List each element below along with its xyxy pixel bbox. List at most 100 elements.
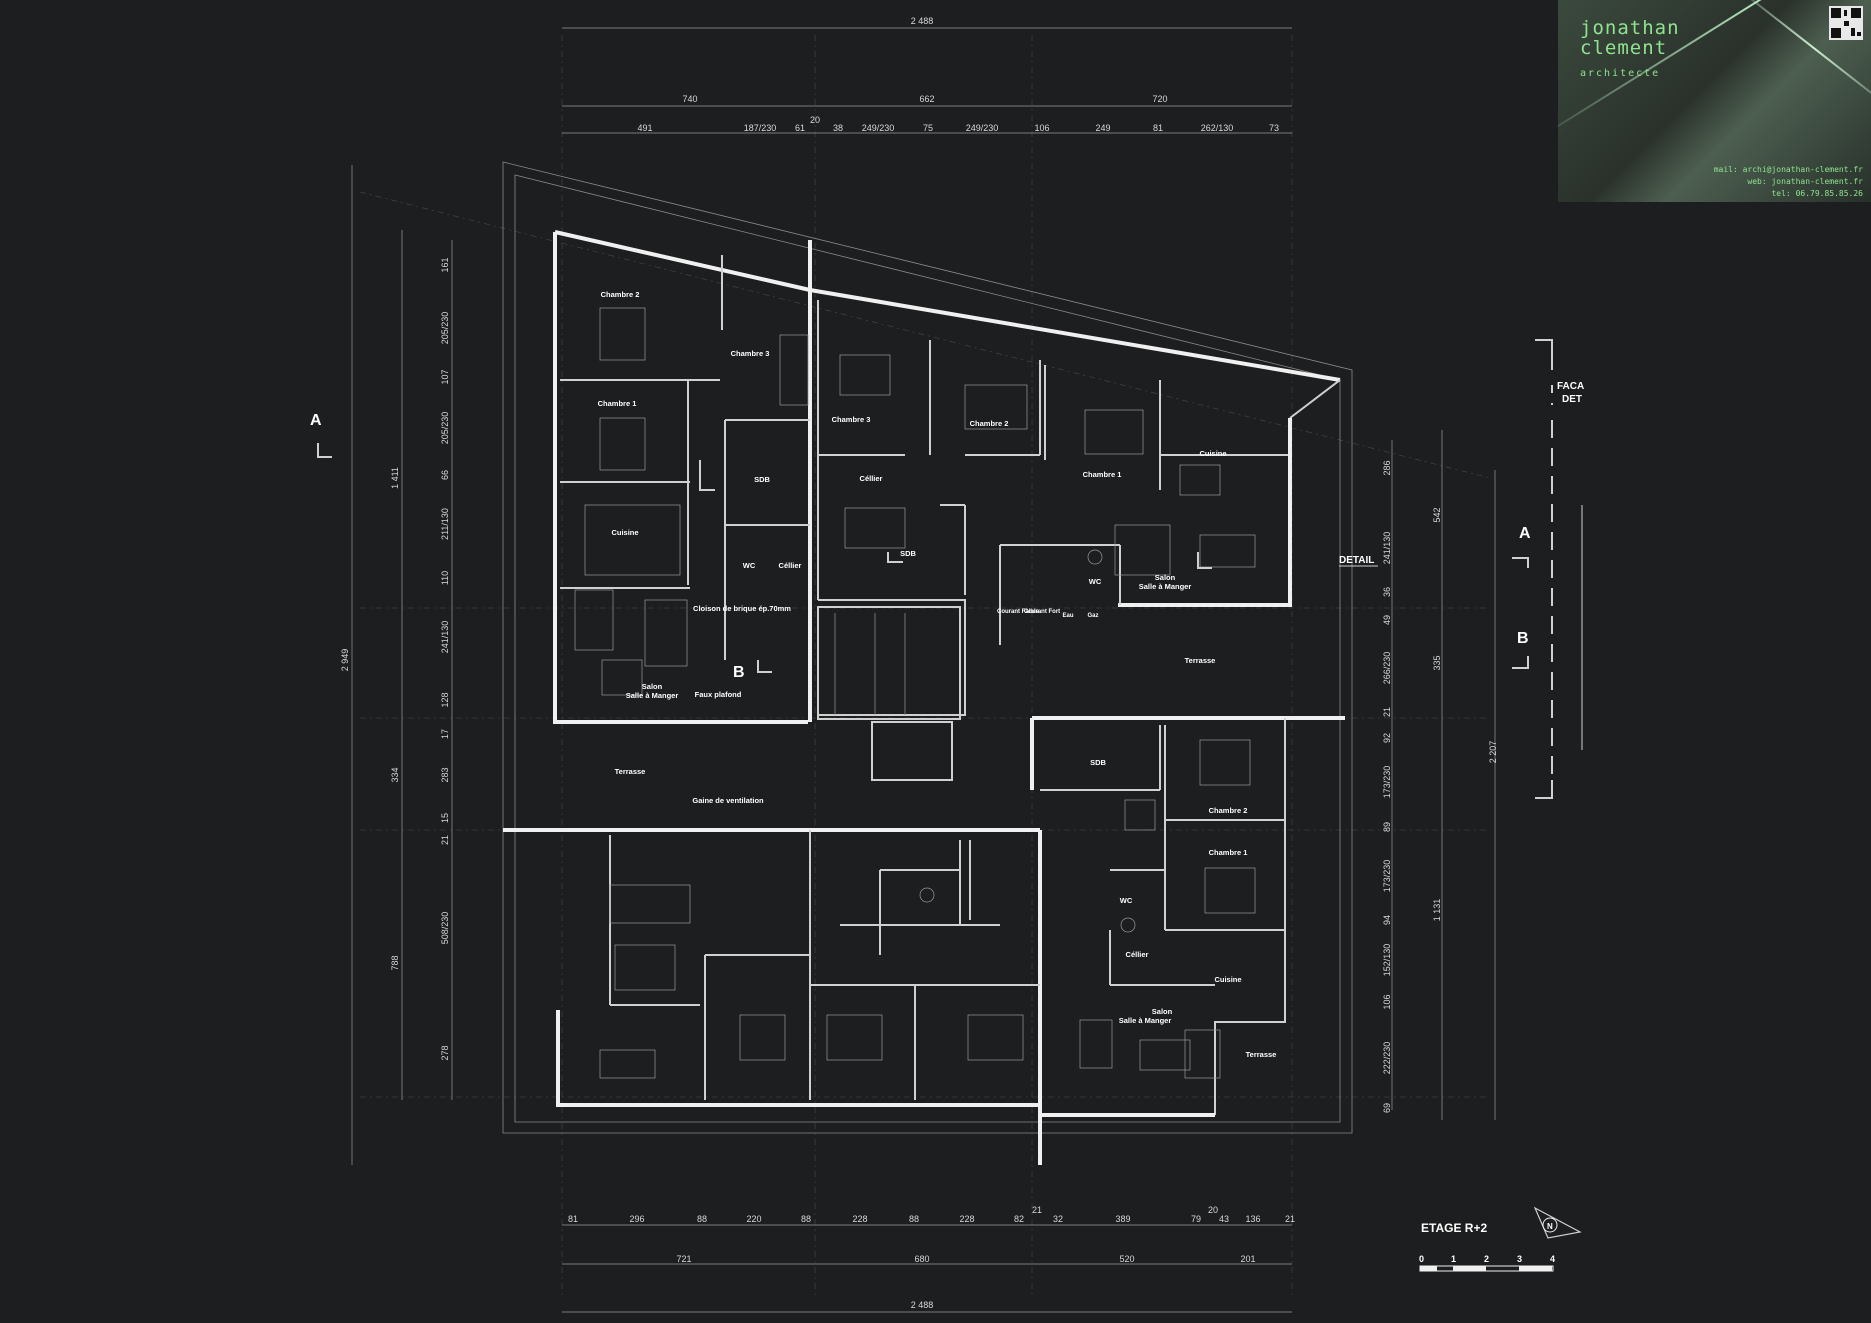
- dim-right-detail: 69: [1382, 1103, 1392, 1113]
- dim-bottom-detail: 136: [1245, 1214, 1260, 1224]
- room-label: WC: [1089, 577, 1102, 586]
- facade-label: DET: [1562, 394, 1582, 405]
- dim-bottom-detail: 296: [629, 1214, 644, 1224]
- dim-right-group: 1 131: [1432, 899, 1442, 922]
- room-label: Salon: [642, 682, 663, 691]
- dim-left-detail: 205/230: [440, 412, 450, 445]
- dim-top-group-3: 720: [1152, 94, 1167, 104]
- dim-bottom-detail: 21: [1285, 1214, 1295, 1224]
- room-label: Cuisine: [1199, 449, 1226, 458]
- section-marker-b-right: B: [1517, 630, 1529, 647]
- room-label: Gaine de ventilation: [692, 796, 764, 805]
- dim-bottom-detail: 82: [1014, 1214, 1024, 1224]
- room-label: Céllier: [860, 474, 883, 483]
- room-label: Salle à Manger: [1139, 582, 1192, 591]
- dim-right-detail: 92: [1382, 733, 1392, 743]
- dim-left-detail: 17: [440, 729, 450, 739]
- logo-name-line2: clement: [1580, 37, 1668, 59]
- room-label: Chambre 1: [598, 399, 637, 408]
- room-label: Chambre 3: [731, 349, 770, 358]
- dim-right-detail: 286: [1382, 460, 1392, 475]
- bottom-dimensions: 21 20 81 296 88 220 88 228 88 228 82 32 …: [562, 1205, 1295, 1313]
- top-dimensions: 2 488 740 662 720 20 491 187/230 61 38 2…: [562, 16, 1292, 134]
- dim-top-detail: 249/230: [862, 123, 895, 133]
- dim-left-detail: 211/130: [440, 508, 450, 540]
- dim-right-detail: 94: [1382, 915, 1392, 925]
- dim-left-group: 1 411: [390, 467, 400, 489]
- section-marker-b: B: [733, 664, 745, 681]
- dim-left-detail: 241/130: [440, 621, 450, 654]
- dim-bottom-detail: 88: [697, 1214, 707, 1224]
- room-label: SDB: [1090, 758, 1106, 767]
- dim-top-detail: 106: [1034, 123, 1049, 133]
- dim-right-detail: 106: [1382, 994, 1392, 1009]
- north-arrow-icon: [1533, 1206, 1582, 1239]
- detail-label: DETAIL: [1339, 555, 1374, 566]
- dim-left-detail: 278: [440, 1045, 450, 1060]
- dim-left-detail: 283: [440, 767, 450, 782]
- scale-tick: 1: [1451, 1254, 1456, 1264]
- north-label: N: [1547, 1222, 1553, 1231]
- room-label: Céllier: [1126, 950, 1149, 959]
- dim-right-group: 542: [1432, 507, 1442, 522]
- dim-left-detail: 21: [440, 835, 450, 845]
- dim-bottom-detail: 88: [909, 1214, 919, 1224]
- room-label: Terrasse: [615, 767, 646, 776]
- dim-bottom-detail: 389: [1115, 1214, 1130, 1224]
- room-label: Chambre 2: [970, 419, 1009, 428]
- dim-bottom-group: 680: [914, 1254, 929, 1264]
- dim-top-detail: 187/230: [744, 123, 777, 133]
- dim-bottom-detail: 228: [852, 1214, 867, 1224]
- dim-right-total: 2 207: [1488, 741, 1498, 764]
- scale-tick: 0: [1419, 1254, 1424, 1264]
- right-dimensions: 286 241/130 36 49 266/230 21 92 173/230 …: [1382, 430, 1498, 1120]
- dim-right-detail: 21: [1382, 707, 1392, 717]
- dim-right-detail: 49: [1382, 615, 1392, 625]
- dim-bottom-detail: 32: [1053, 1214, 1063, 1224]
- room-label: Gaz: [1087, 613, 1098, 619]
- dim-bottom-group: 721: [676, 1254, 691, 1264]
- room-label: WC: [1120, 896, 1133, 905]
- room-label: Courant Faible: [997, 609, 1040, 615]
- room-label: Chambre 3: [832, 415, 871, 424]
- room-label: WC: [743, 561, 756, 570]
- dim-top-total: 2 488: [911, 16, 934, 26]
- room-label: Chambre 1: [1209, 848, 1248, 857]
- dim-left-detail: 15: [440, 813, 450, 823]
- room-label: Salle à Manger: [1119, 1016, 1172, 1025]
- dim-left-detail: 161: [440, 257, 450, 272]
- logo-name: jonathan clement: [1580, 18, 1680, 58]
- terrace-outline: [502, 161, 1353, 1134]
- dim-right-detail: 36: [1382, 587, 1392, 597]
- room-label: Chambre 1: [1083, 470, 1122, 479]
- section-marker-a: A: [310, 412, 322, 429]
- dim-right-detail: 266/230: [1382, 652, 1392, 685]
- dim-top-detail: 75: [923, 123, 933, 133]
- room-label: Salle à Manger: [626, 691, 679, 700]
- dim-bottom-detail: 79: [1191, 1214, 1201, 1224]
- room-label: SDB: [900, 549, 916, 558]
- room-label: Faux plafond: [695, 690, 742, 699]
- dim-top-detail: 249/230: [966, 123, 999, 133]
- room-label: Céllier: [779, 561, 802, 570]
- dim-bottom-group: 201: [1240, 1254, 1255, 1264]
- plan-title: ETAGE R+2: [1421, 1221, 1487, 1235]
- room-label: Courant Fort: [1024, 609, 1060, 615]
- dim-bottom-small: 21: [1032, 1205, 1042, 1215]
- dim-bottom-total: 2 488: [911, 1300, 934, 1310]
- dim-left-detail: 107: [440, 369, 450, 384]
- plan-legend: ETAGE R+2 N 0 1 2 3 4: [1419, 1206, 1582, 1272]
- room-label: Salon: [1155, 573, 1176, 582]
- room-label: Chambre 2: [1209, 806, 1248, 815]
- room-label: SDB: [754, 475, 770, 484]
- section-markers: A B A B DETAIL FACA DET: [310, 339, 1584, 799]
- dim-left-detail: 110: [440, 571, 450, 585]
- north-circle-icon: [1542, 1217, 1558, 1233]
- furniture: [574, 307, 1256, 1079]
- logo-mail: mail: archi@jonathan-clement.fr: [1713, 165, 1863, 174]
- dim-bottom-group: 520: [1119, 1254, 1134, 1264]
- dim-top-small: 20: [810, 115, 820, 125]
- room-label: Eau: [1062, 613, 1073, 619]
- dim-top-detail: 61: [795, 123, 805, 133]
